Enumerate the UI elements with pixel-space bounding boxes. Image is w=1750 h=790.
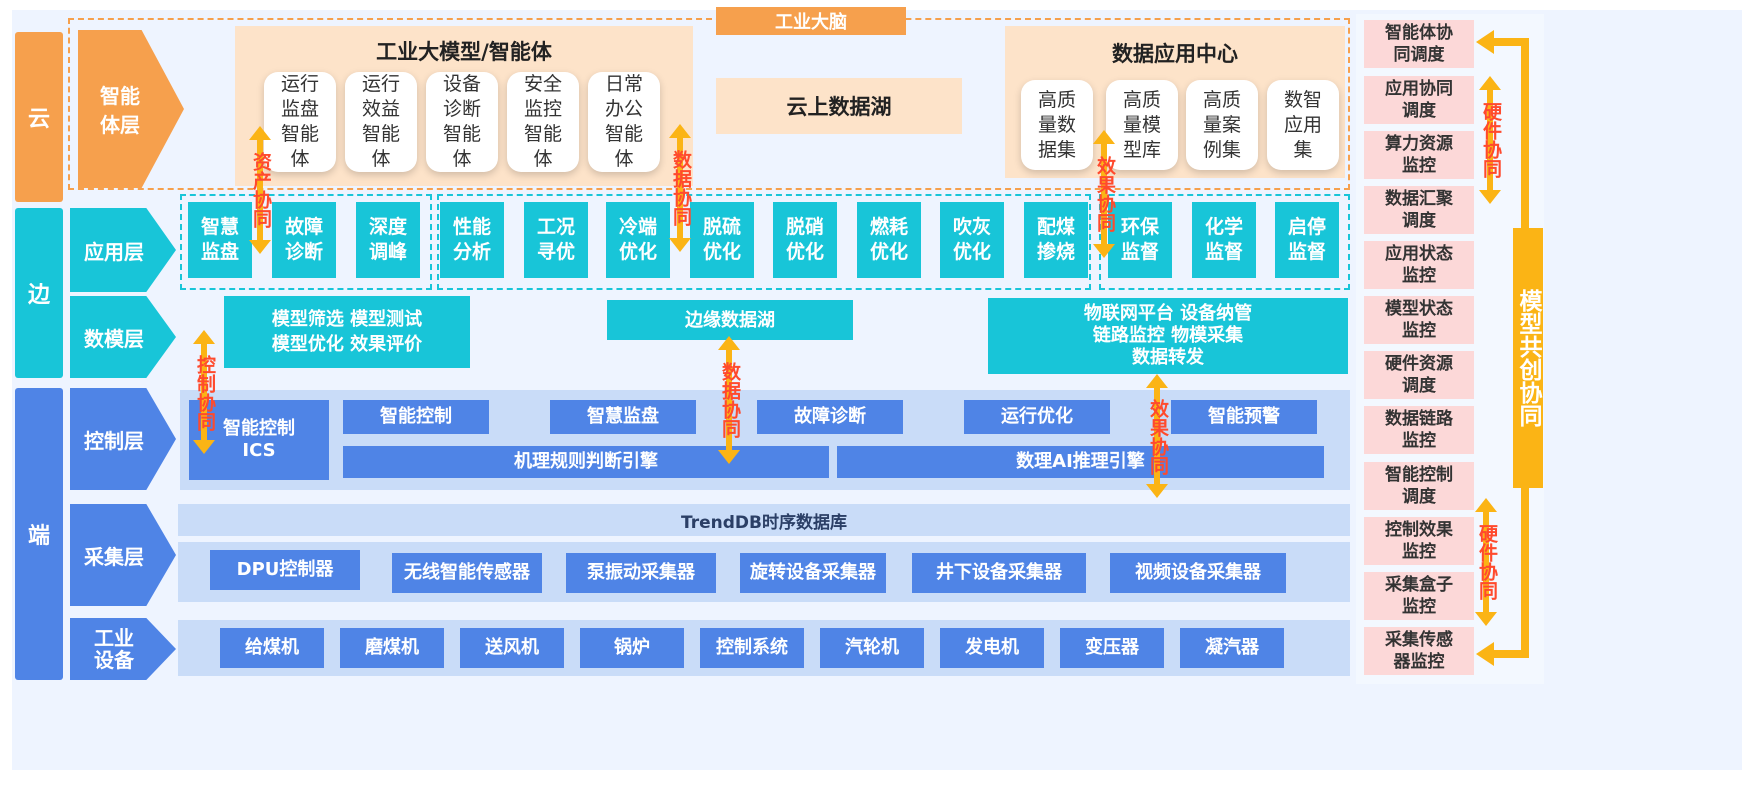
equipment-box: 凝汽器	[1180, 628, 1284, 668]
trenddb-bar: TrendDB时序数据库	[178, 504, 1350, 536]
agent-card: 安全 监控 智能 体	[507, 72, 579, 172]
app-group-3	[1099, 194, 1350, 290]
collector-box: DPU控制器	[210, 550, 360, 590]
agent-card: 运行 监盘 智能 体	[264, 72, 336, 172]
iot-platform-box: 物联网平台 设备纳管 链路监控 物模采集 数据转发	[988, 298, 1348, 374]
control-collab-label: 控制协同	[193, 348, 217, 438]
tier-edge: 边	[15, 208, 63, 378]
data-collab-label-2: 数据协同	[718, 354, 742, 446]
data-app-center-title: 数据应用中心	[1112, 42, 1238, 66]
app-tile: 燃耗 优化	[857, 202, 921, 278]
app-tile: 脱硝 优化	[773, 202, 837, 278]
control-item: 智慧监盘	[550, 400, 696, 434]
app-group-1	[180, 194, 432, 290]
hw-collab-label-2: 硬件协同	[1475, 516, 1499, 608]
industrial-brain-title: 工业大脑	[716, 7, 906, 35]
equipment-box: 发电机	[940, 628, 1044, 668]
app-tile: 深度 调峰	[356, 202, 420, 278]
app-tile: 脱硫 优化	[690, 202, 754, 278]
equipment-box: 控制系统	[700, 628, 804, 668]
effect-collab-text-1: 效果协同	[1094, 156, 1116, 232]
agent-card: 设备 诊断 智能 体	[426, 72, 498, 172]
mgmt-item: 采集盒子 监控	[1364, 572, 1474, 620]
dac-card: 高质 量案 例集	[1186, 80, 1258, 170]
control-item: 故障诊断	[757, 400, 903, 434]
llm-agent-title: 工业大模型/智能体	[376, 40, 552, 64]
control-collab-text: 控制协同	[194, 355, 216, 431]
app-tile: 环保 监督	[1108, 202, 1172, 278]
rule-engine: 机理规则判断引擎	[343, 446, 829, 478]
mgmt-item: 硬件资源 调度	[1364, 351, 1474, 399]
agent-card: 日常 办公 智能 体	[588, 72, 660, 172]
equipment-box: 锅炉	[580, 628, 684, 668]
mgmt-item: 应用状态 监控	[1364, 241, 1474, 289]
asset-collab-text: 资产协同	[250, 152, 272, 228]
data-collab-label-1: 数据协同	[669, 142, 693, 234]
control-item: 智能预警	[1171, 400, 1317, 434]
mgmt-item: 应用协同 调度	[1364, 76, 1474, 124]
collector-box: 泵振动采集器	[566, 553, 716, 593]
hw-collab-label-1: 硬件协同	[1479, 94, 1503, 186]
app-tile: 工况 寻优	[524, 202, 588, 278]
dac-card: 高质 量数 据集	[1021, 80, 1093, 170]
app-tile: 启停 监督	[1275, 202, 1339, 278]
mgmt-item: 算力资源 监控	[1364, 131, 1474, 179]
control-item: 运行优化	[964, 400, 1110, 434]
control-item: 智能控制	[343, 400, 489, 434]
app-tile: 性能 分析	[440, 202, 504, 278]
cloud-datalake: 云上数据湖	[716, 78, 962, 134]
app-tile: 配煤 掺烧	[1024, 202, 1088, 278]
tier-cloud: 云	[15, 32, 63, 202]
cocreate-label: 模型共创协同	[1515, 289, 1541, 427]
data-collab-text-1: 数据协同	[670, 150, 692, 226]
effect-collab-label-2: 效果协同	[1146, 392, 1170, 482]
equipment-box: 给煤机	[220, 628, 324, 668]
data-collab-text-2: 数据协同	[719, 362, 741, 438]
mgmt-item: 控制效果 监控	[1364, 517, 1474, 565]
mgmt-item: 采集传感 器监控	[1364, 627, 1474, 675]
equipment-box: 磨煤机	[340, 628, 444, 668]
app-tile: 冷端 优化	[606, 202, 670, 278]
agent-card: 运行 效益 智能 体	[345, 72, 417, 172]
cocreate-bar: 模型共创协同	[1513, 228, 1543, 488]
app-tile: 化学 监督	[1192, 202, 1256, 278]
ai-engine: 数理AI推理引擎	[837, 446, 1324, 478]
app-group-2	[437, 194, 1091, 290]
mgmt-item: 数据汇聚 调度	[1364, 186, 1474, 234]
model-ops-box: 模型筛选 模型测试 模型优化 效果评价	[224, 296, 470, 368]
effect-collab-label-1: 效果协同	[1093, 148, 1117, 240]
cloud-dashed-region	[68, 18, 1350, 190]
edge-datalake: 边缘数据湖	[607, 300, 853, 340]
effect-collab-text-2: 效果协同	[1147, 399, 1169, 475]
mgmt-item: 数据链路 监控	[1364, 406, 1474, 454]
dac-card: 数智 应用 集	[1267, 80, 1339, 170]
mgmt-item: 智能体协 同调度	[1364, 20, 1474, 68]
dac-card: 高质 量模 型库	[1106, 80, 1178, 170]
app-tile: 吹灰 优化	[940, 202, 1004, 278]
collector-box: 视频设备采集器	[1110, 553, 1286, 593]
collector-box: 旋转设备采集器	[740, 553, 886, 593]
app-tile: 故障 诊断	[272, 202, 336, 278]
mgmt-item: 智能控制 调度	[1364, 462, 1474, 510]
equipment-box: 汽轮机	[820, 628, 924, 668]
equipment-box: 送风机	[460, 628, 564, 668]
asset-collab-label: 资产协同	[249, 144, 273, 236]
equipment-box: 变压器	[1060, 628, 1164, 668]
tier-end: 端	[15, 388, 63, 680]
mgmt-item: 模型状态 监控	[1364, 296, 1474, 344]
app-tile: 智慧 监盘	[188, 202, 252, 278]
hw-collab-text-1: 硬件协同	[1480, 102, 1502, 178]
hw-collab-text-2: 硬件协同	[1476, 524, 1498, 600]
collector-box: 无线智能传感器	[392, 553, 542, 593]
collector-box: 井下设备采集器	[912, 553, 1086, 593]
